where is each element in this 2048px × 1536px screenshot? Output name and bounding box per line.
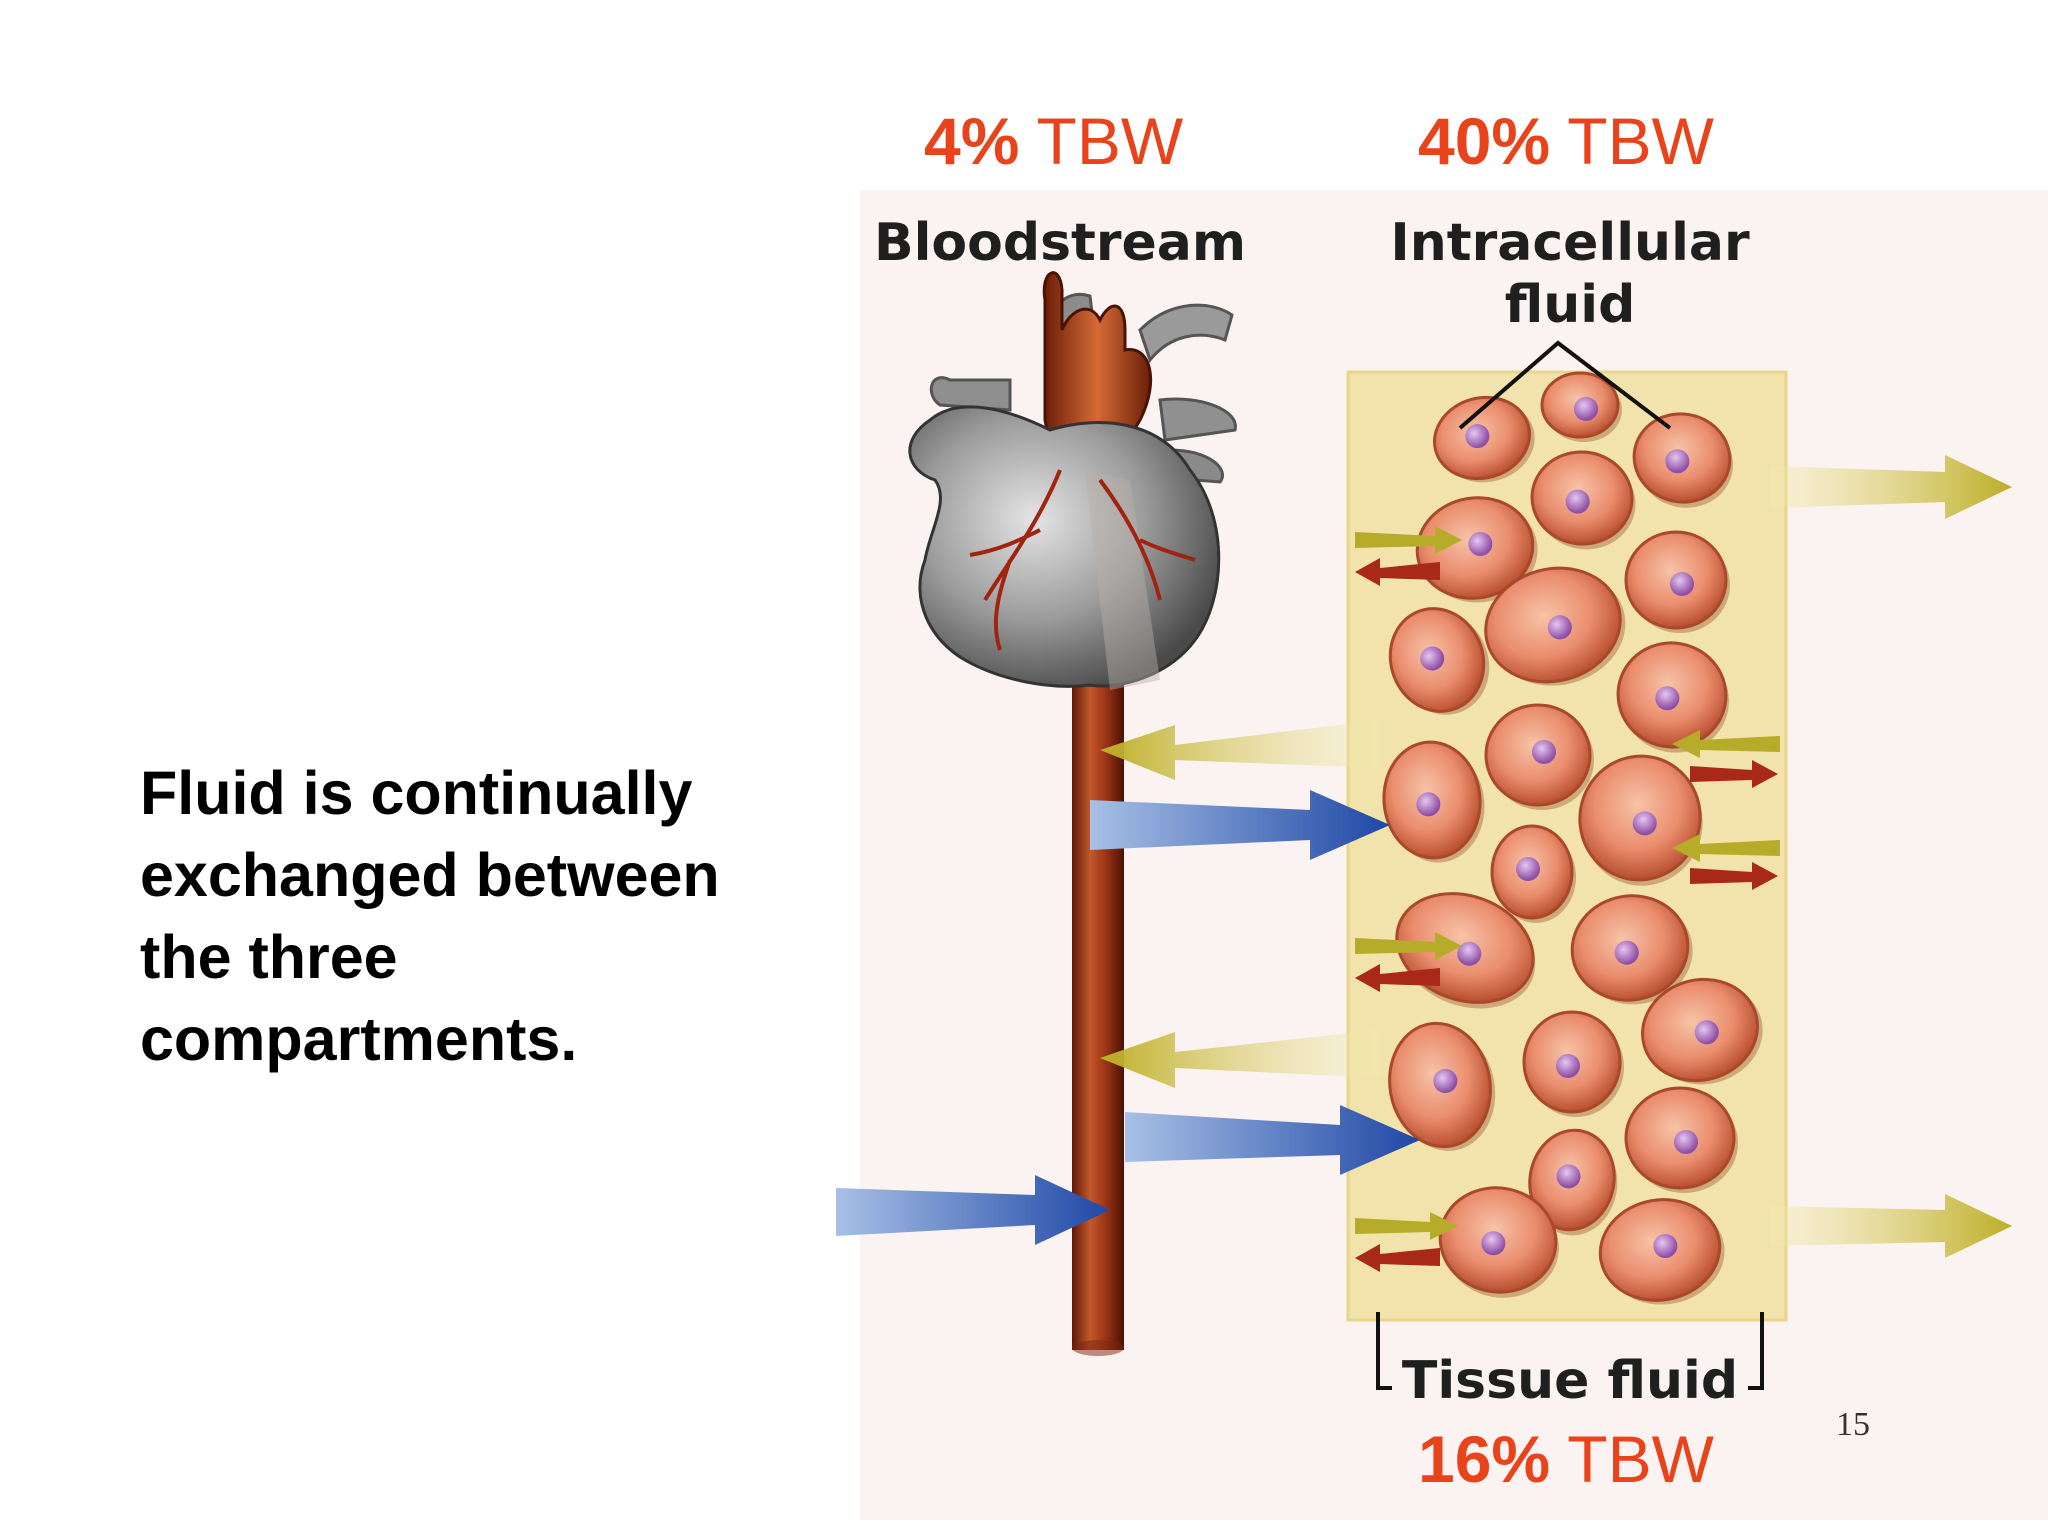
cell-nucleus: [1670, 572, 1694, 596]
intracellular-percent-value: 40%: [1418, 104, 1551, 178]
cell: [1641, 977, 1763, 1085]
cell-nucleus: [1574, 397, 1598, 421]
cell-nucleus: [1694, 1020, 1719, 1045]
cell: [1528, 1128, 1618, 1236]
cell-nucleus: [1420, 646, 1445, 671]
cell: [1484, 703, 1594, 810]
cell-nucleus: [1556, 1054, 1580, 1078]
cell: [1578, 754, 1703, 886]
cell: [1540, 371, 1622, 442]
cell-nucleus: [1457, 941, 1482, 966]
cells: [1382, 371, 1763, 1305]
cell: [1624, 1086, 1738, 1193]
cell: [1490, 824, 1576, 923]
tissue-percent-value: 16%: [1418, 1422, 1551, 1496]
cell-nucleus: [1547, 615, 1572, 640]
body-text: Fluid is continually exchanged between t…: [140, 752, 820, 1080]
arrow-outflow-2: [1770, 1194, 2012, 1258]
cell: [1438, 1186, 1559, 1298]
body-text-line: the three: [140, 923, 398, 991]
cell-nucleus: [1556, 1164, 1581, 1189]
cell-nucleus: [1465, 424, 1490, 449]
bloodstream-label: Bloodstream: [873, 213, 1247, 273]
arrow-tissue-to-blood-2: [1100, 1030, 1380, 1088]
bloodstream-percent: 4% TBW: [924, 106, 1183, 176]
cell: [1598, 1198, 1725, 1305]
cell-nucleus: [1653, 1234, 1678, 1259]
small-exchange-arrows: [1355, 526, 1780, 1272]
cell-nucleus: [1433, 1069, 1458, 1094]
cell: [1616, 641, 1730, 753]
arrow-tissue-to-blood-1: [1100, 720, 1380, 780]
arrow-blood-to-tissue-2: [1125, 1105, 1420, 1175]
bloodstream-percent-value: 4%: [924, 104, 1020, 178]
exchange-arrows: [836, 340, 2012, 1390]
cell: [1570, 894, 1693, 1005]
cell-nucleus: [1481, 1231, 1506, 1256]
body-text-line: compartments.: [140, 1005, 578, 1073]
cell: [1632, 412, 1733, 508]
intracellular-percent-unit: TBW: [1567, 104, 1714, 178]
intracellular-label-line: Intracellular: [1390, 213, 1750, 273]
cell: [1382, 740, 1485, 863]
cell: [1624, 530, 1730, 633]
tissue-percent-unit: TBW: [1567, 1422, 1714, 1496]
slide-number: 15: [1836, 1412, 1870, 1438]
cell: [1484, 566, 1626, 686]
tissue-fluid-bracket: [1376, 1312, 1764, 1390]
blood-vessel: [1072, 660, 1124, 1350]
cell-nucleus: [1632, 811, 1657, 836]
bloodstream-percent-unit: TBW: [1036, 104, 1184, 178]
cell-nucleus: [1532, 740, 1556, 764]
arrow-blood-to-tissue-1: [1090, 790, 1390, 860]
cell: [1388, 1021, 1496, 1151]
cell-nucleus: [1614, 940, 1639, 965]
cell: [1432, 395, 1535, 483]
cell-nucleus: [1665, 449, 1690, 474]
intracellular-pointer: [1458, 340, 1672, 430]
tissue-percent: 16% TBW: [1418, 1424, 1714, 1494]
body-text-line: exchanged between: [140, 841, 720, 909]
cell-nucleus: [1516, 857, 1540, 881]
arrow-intake: [836, 1175, 1110, 1245]
cell: [1522, 1010, 1624, 1117]
heart-illustration: [908, 271, 1237, 690]
intracellular-label: Intracellular fluid: [1370, 212, 1770, 336]
intracellular-label-line: fluid: [1504, 275, 1636, 335]
cell: [1415, 496, 1538, 603]
cell: [1388, 607, 1490, 715]
cell-nucleus: [1416, 792, 1441, 817]
cell-nucleus: [1674, 1130, 1698, 1154]
intracellular-percent: 40% TBW: [1418, 106, 1714, 176]
cell-nucleus: [1565, 489, 1590, 514]
tissue-fluid-label: Tissue fluid: [1401, 1351, 1739, 1411]
cell: [1530, 450, 1636, 550]
cell-nucleus: [1655, 686, 1680, 711]
arrow-outflow-1: [1770, 455, 2012, 519]
body-text-line: Fluid is continually: [140, 759, 693, 827]
cell-nucleus: [1468, 532, 1493, 557]
